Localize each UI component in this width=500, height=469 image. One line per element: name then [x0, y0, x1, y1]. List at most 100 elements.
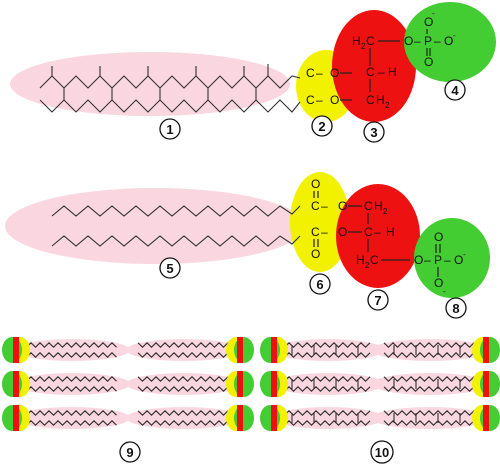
lipid-tail — [383, 352, 479, 358]
svg-text:2: 2 — [361, 42, 366, 51]
svg-text:1: 1 — [166, 122, 173, 137]
glycerol-head — [13, 371, 19, 397]
glycerol-head — [483, 371, 489, 397]
label-3: 3 — [363, 121, 385, 143]
lipid-tail — [383, 420, 479, 426]
tail-band — [372, 407, 488, 429]
svg-text:–: – — [414, 34, 421, 48]
atom-c: C — [366, 65, 375, 79]
tail-band — [372, 339, 488, 361]
atom-c: C — [366, 34, 375, 48]
lipid-tail — [279, 420, 371, 426]
svg-text:3: 3 — [370, 125, 377, 140]
atom-o: O — [454, 253, 463, 267]
lipid-tail — [21, 420, 117, 426]
svg-text:2: 2 — [383, 207, 388, 216]
lipid-tail — [21, 342, 117, 348]
atom-o: O — [311, 177, 320, 191]
atom-c: C — [364, 199, 373, 213]
label-7: 7 — [367, 289, 389, 311]
archaeal-headgroup-chemistry: C – O C – O H 2 C C – H C H 2 O – P – O … — [306, 9, 456, 110]
atom-o: O — [444, 34, 453, 48]
svg-text:2: 2 — [385, 101, 390, 110]
glycerol-head — [237, 371, 243, 397]
tail-region-1 — [10, 52, 290, 116]
svg-text:–: – — [378, 65, 385, 79]
glycerol-head — [483, 337, 489, 363]
svg-text:6: 6 — [316, 277, 323, 292]
glycerol-backbone-region-7 — [336, 184, 420, 288]
svg-text:2: 2 — [365, 261, 370, 270]
label-6: 6 — [309, 273, 331, 295]
bacterial-lipid: O C – O C H 2 C – O O C – H H 2 C O — [5, 172, 490, 319]
label-9: 9 — [119, 441, 141, 463]
tail-band — [14, 339, 130, 361]
glycerol-head — [237, 337, 243, 363]
atom-p: P — [424, 34, 432, 48]
glycerol-head — [13, 337, 19, 363]
lipid-tail — [279, 410, 371, 416]
tail-band — [14, 373, 130, 395]
fatty-acid-chain-upper — [51, 205, 301, 217]
lipid-tail — [21, 352, 117, 358]
lipid-tail — [137, 420, 233, 426]
lipid-tail — [21, 410, 117, 416]
glycerol-head — [271, 405, 277, 431]
methyl-branches — [51, 64, 269, 100]
atom-c: C — [306, 93, 315, 107]
svg-text:2: 2 — [318, 119, 325, 134]
atom-o: O — [434, 276, 443, 290]
lipid-tail — [279, 376, 371, 382]
atom-c: C — [306, 66, 315, 80]
label-10: 10 — [370, 440, 394, 464]
lipid-tail — [383, 342, 479, 348]
phosphate-region-4 — [404, 2, 496, 82]
label-2: 2 — [311, 115, 333, 137]
svg-text:10: 10 — [375, 445, 389, 460]
archaeal-lipid: C – O C – O H 2 C C – H C H 2 O – P – O … — [10, 2, 496, 143]
lipid-tail — [21, 386, 117, 392]
svg-text:–: – — [434, 34, 441, 48]
glycerol-head — [483, 405, 489, 431]
atom-h: H — [388, 65, 397, 79]
svg-text:8: 8 — [452, 301, 459, 316]
lipid-tail — [383, 376, 479, 382]
isoprenoid-chain-upper — [39, 75, 301, 89]
bilayer-10 — [260, 337, 500, 431]
atom-c: C — [370, 253, 379, 267]
atom-c: C — [311, 199, 320, 213]
svg-text:–: – — [374, 225, 381, 239]
svg-text:–: – — [316, 93, 323, 107]
lipid-tail — [137, 386, 233, 392]
lipid-tail — [279, 342, 371, 348]
svg-text:7: 7 — [374, 293, 381, 308]
glycerol-head — [237, 405, 243, 431]
bacterial-headgroup-chemistry: O C – O C H 2 C – O O C – H H 2 C O — [311, 177, 466, 296]
svg-text:-: - — [443, 287, 446, 296]
lipid-tail — [137, 352, 233, 358]
atom-o: O — [404, 34, 413, 48]
label-5: 5 — [159, 257, 181, 279]
lipid-tail — [383, 410, 479, 416]
atom-o: O — [338, 225, 347, 239]
lipid-tail — [137, 376, 233, 382]
svg-text:–: – — [321, 199, 328, 213]
tail-band — [126, 373, 242, 395]
glycerol-head — [271, 371, 277, 397]
label-4: 4 — [444, 79, 466, 101]
atom-c: C — [311, 225, 320, 239]
lipid-tail — [279, 386, 371, 392]
bilayer-9 — [2, 337, 254, 431]
isoprenoid-chain-lower — [39, 99, 301, 113]
svg-text:9: 9 — [126, 445, 133, 460]
atom-o: O — [424, 15, 433, 29]
svg-text:5: 5 — [166, 261, 173, 276]
atom-o: O — [338, 199, 347, 213]
glycerol-backbone-region-3 — [332, 10, 416, 122]
label-8: 8 — [445, 297, 467, 319]
tail-band — [126, 407, 242, 429]
glycerol-head — [271, 337, 277, 363]
lipid-tail — [279, 352, 371, 358]
atom-h: H — [352, 34, 361, 48]
atom-p: P — [434, 253, 442, 267]
